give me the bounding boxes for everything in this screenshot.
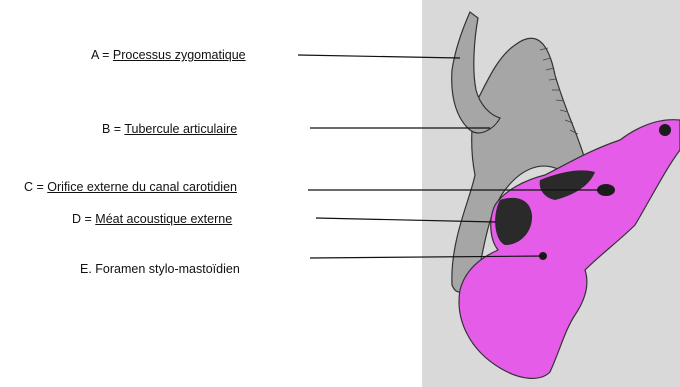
label-d: D = Méat acoustique externe [72,212,232,226]
label-c-prefix: C = [24,180,47,194]
label-b-term: Tubercule articulaire [124,122,237,136]
label-c-term: Orifice externe du canal carotidien [47,180,237,194]
label-e-text: E. Foramen stylo-mastoïdien [80,262,240,276]
label-d-prefix: D = [72,212,95,226]
label-a-term: Processus zygomatique [113,48,246,62]
apex-opening [659,124,671,136]
label-c: C = Orifice externe du canal carotidien [24,180,237,194]
label-b-prefix: B = [102,122,124,136]
label-b: B = Tubercule articulaire [102,122,237,136]
label-a: A = Processus zygomatique [91,48,246,62]
label-e: E. Foramen stylo-mastoïdien [80,262,240,276]
label-a-prefix: A = [91,48,113,62]
label-d-term: Méat acoustique externe [95,212,232,226]
